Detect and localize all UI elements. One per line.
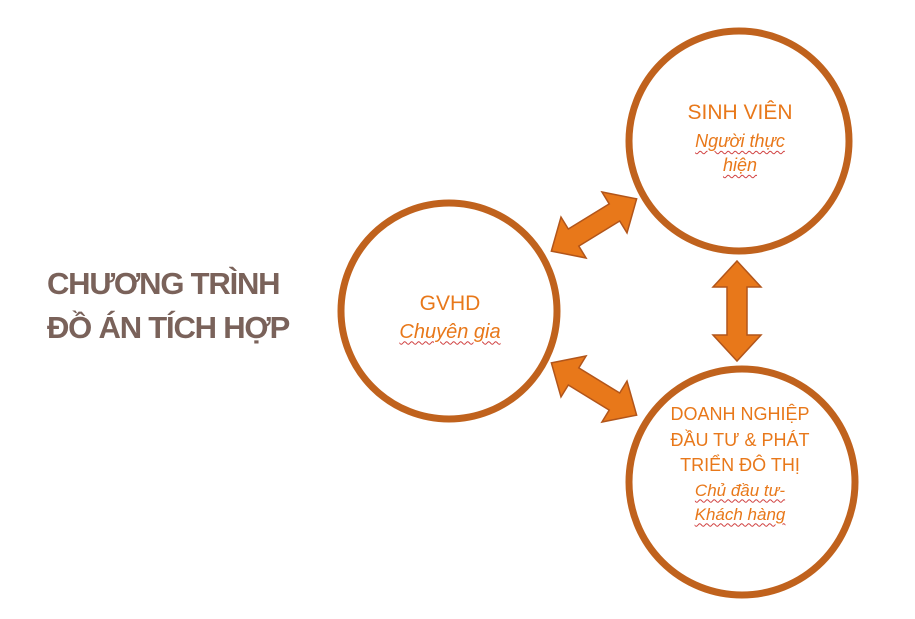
arrow-gvhd-sinh-vien	[550, 190, 638, 260]
sinh-vien-name: SINH VIÊN	[687, 101, 793, 124]
sinh-vien-role: Người thực hiện	[695, 131, 785, 175]
node-doanh-nghiep: DOANH NGHIỆP ĐẦU TƯ & PHÁT TRIỂN ĐÔ THỊ …	[640, 402, 840, 572]
gvhd-circle	[337, 199, 561, 423]
node-sinh-vien: SINH VIÊN Người thực hiện	[640, 100, 840, 190]
doanh-nghiep-circle	[625, 365, 859, 599]
sinh-vien-circle	[625, 27, 853, 255]
program-title-line-1: CHƯƠNG TRÌNH	[47, 266, 281, 301]
gvhd-name: GVHD	[419, 291, 481, 315]
gvhd-role: Chuyên gia	[399, 320, 501, 343]
doanh-nghiep-role: Chủ đầu tư- Khách hàng	[694, 480, 786, 524]
program-title-line-2: ĐỒ ÁN TÍCH HỢP	[47, 310, 290, 345]
arrow-sinh-vien-doanh-nghiep	[711, 259, 763, 363]
arrow-gvhd-doanh-nghiep	[550, 354, 638, 424]
program-title: CHƯƠNG TRÌNH ĐỒ ÁN TÍCH HỢP	[47, 262, 347, 350]
doanh-nghiep-name: DOANH NGHIỆP ĐẦU TƯ & PHÁT TRIỂN ĐÔ THỊ	[670, 404, 810, 475]
node-gvhd: GVHD Chuyên gia	[350, 262, 550, 372]
